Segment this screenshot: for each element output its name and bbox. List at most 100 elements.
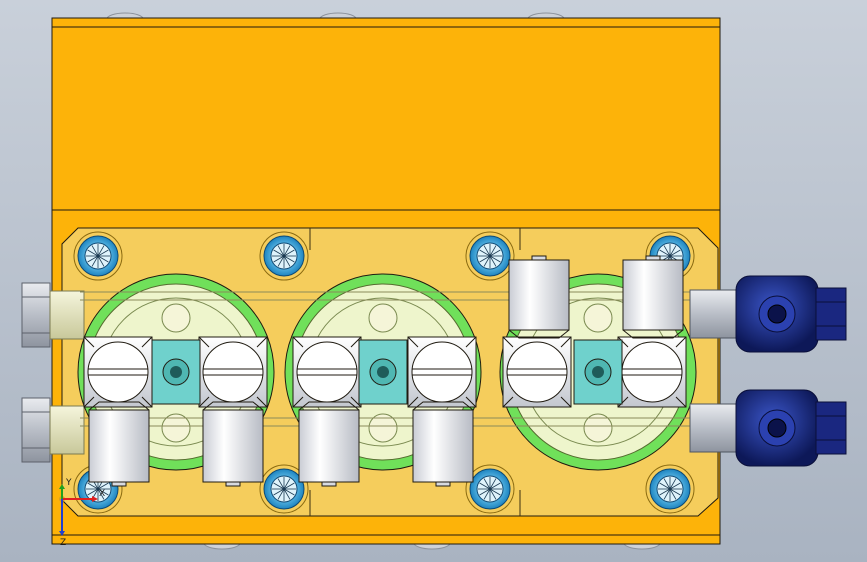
valve-spool [202,341,264,403]
bolt-3[interactable] [465,231,515,281]
valve-body-1[interactable] [83,336,153,408]
triad-x-arrow [92,496,98,502]
bolt-6[interactable] [259,464,309,514]
fitting-adapter [689,403,739,453]
socket-spline [277,255,285,267]
center-insert-1[interactable] [151,339,201,405]
socket-spline [277,478,285,490]
socket-spline [489,488,497,500]
socket-spline [663,488,671,500]
cylinder-stub [645,255,661,261]
socket-spline [669,249,681,257]
left-fitting-lower[interactable] [21,397,85,463]
port-lower [368,413,398,443]
triad-z-arrow [59,531,65,536]
bolt-8[interactable] [645,464,695,514]
right-fitting-lower[interactable] [689,389,847,467]
valve-spool [296,341,358,403]
valve-chamfer [617,336,687,408]
valve-body-3[interactable] [292,336,362,408]
socket-spline [663,245,671,257]
port-upper [583,303,613,333]
valve-body-4[interactable] [407,336,477,408]
cylinder-upper-1[interactable] [508,255,570,339]
left-fittings[interactable] [21,282,85,463]
socket-spline [283,488,291,500]
fitting-nut [815,401,847,455]
socket-spline [489,255,501,263]
socket-spline [489,488,501,496]
cylinder-lower-4[interactable] [412,401,474,487]
port-lower [583,413,613,443]
valve-chamfer [83,336,153,408]
socket-spline [283,482,295,490]
right-fitting-upper[interactable] [689,275,847,353]
cylinder-cap [508,329,570,339]
cylinder-upper-2[interactable] [622,255,684,339]
cylinder-body [412,409,474,483]
cylinder-cap [412,401,474,411]
coordinate-triad[interactable]: X Y Z [59,478,105,548]
socket-spline [273,488,285,496]
socket-spline [479,249,491,257]
valve-row[interactable] [83,336,687,408]
left-fitting-upper[interactable] [21,282,85,348]
counterbore [259,464,309,514]
hex-nut [21,397,51,463]
center-insert-3[interactable] [573,339,623,405]
triad-z-label: Z [60,538,66,548]
socket-spline [97,255,109,263]
socket-spline [97,249,109,257]
socket-spline [273,482,285,490]
insert-hole [592,366,604,378]
socket-spline [669,488,681,496]
socket-spline [283,488,295,496]
cylinder-body [88,409,150,483]
hex-nut [21,282,51,348]
manifold-upper-body[interactable] [51,17,721,211]
cylinder-stub [321,481,337,487]
valve-chamfer [502,336,572,408]
cylinder-cap [298,401,360,411]
socket-spline [97,245,105,257]
right-fittings[interactable] [689,275,847,467]
socket-spline [97,488,109,496]
center-insert-2[interactable] [358,339,408,405]
socket-spline [669,478,677,490]
cylinder-lower-3[interactable] [298,401,360,487]
socket-spline [277,488,285,500]
valve-body-6[interactable] [617,336,687,408]
socket-spline [479,482,491,490]
cylinder-lower-1[interactable] [88,401,150,487]
actuator-cylinders[interactable] [88,255,684,487]
fitting-bore [767,418,787,438]
counterbore [465,231,515,281]
cylinder-body [298,409,360,483]
insert-hole [377,366,389,378]
cylinder-stub [225,481,241,487]
valve-body-2[interactable] [198,336,268,408]
socket-spline [87,255,99,263]
valve-spool [411,341,473,403]
socket-spline [479,488,491,496]
counterbore [259,231,309,281]
bolt-1[interactable] [73,231,123,281]
socket-spline [669,482,681,490]
bolt-7[interactable] [465,464,515,514]
mounting-bolts[interactable] [73,231,695,514]
socket-spline [489,482,501,490]
socket-spline [273,249,285,257]
triad-x-label: X [99,489,105,499]
triad-y-label: Y [65,478,72,488]
socket-spline [277,245,285,257]
valve-body-5[interactable] [502,336,572,408]
cylinder-cap [202,401,264,411]
triad-y-arrow [59,484,65,489]
cylinder-stub [531,255,547,261]
socket-spline [669,488,677,500]
cylinder-lower-2[interactable] [202,401,264,487]
cylinder-body [202,409,264,483]
bolt-2[interactable] [259,231,309,281]
